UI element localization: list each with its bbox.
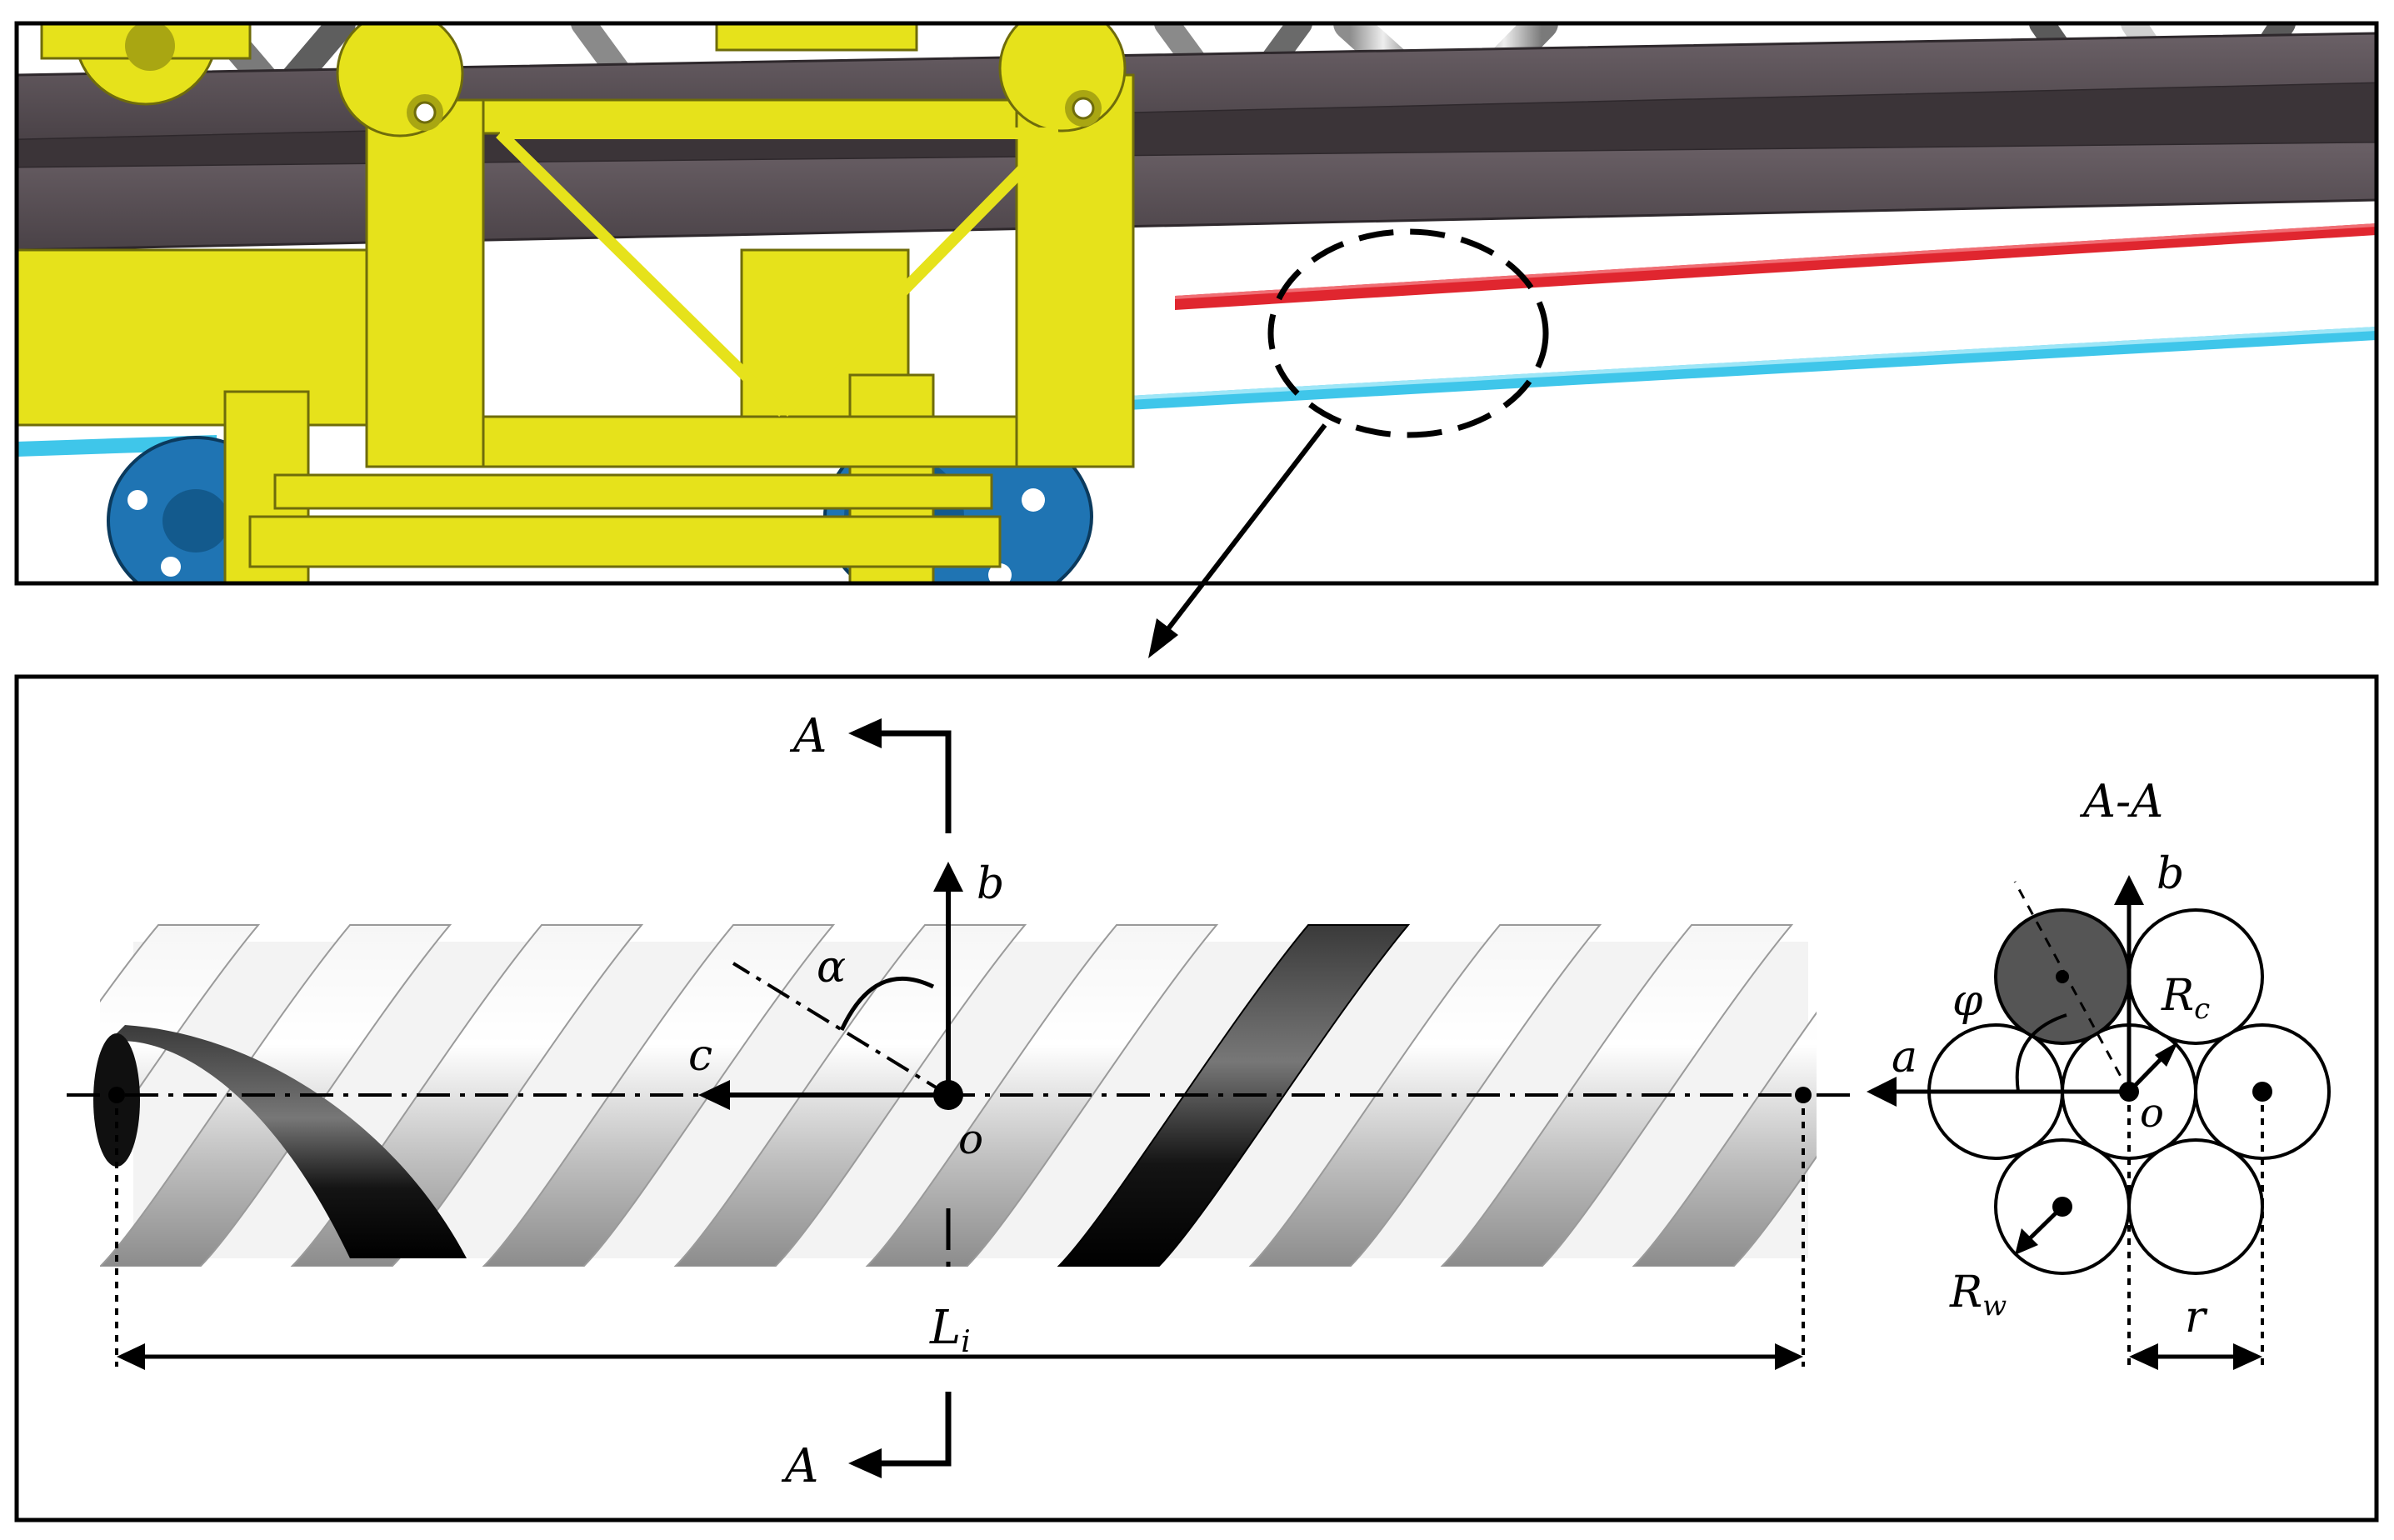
section-label-top: A <box>789 709 827 763</box>
carriage-bracing <box>496 128 1062 417</box>
origin-label: o <box>958 1115 983 1163</box>
top-panel-border <box>14 21 2379 586</box>
section-line <box>848 718 952 1478</box>
zoom-arrow <box>1156 423 1327 643</box>
dark-strand-left <box>108 1025 467 1258</box>
rope-strand <box>1632 1011 1817 1267</box>
cs-origin-label: o <box>2140 1090 2164 1137</box>
red-rail <box>1175 223 2377 310</box>
axes-side <box>67 862 1858 1110</box>
r-label: r <box>2185 1292 2208 1342</box>
conveyor-view <box>17 23 2377 583</box>
outer-wire-bottom-right <box>2127 1138 2264 1275</box>
cs-axis-a-label: a <box>1892 1032 1917 1082</box>
phi-label: φ <box>1952 976 1983 1026</box>
rope-strand <box>865 924 1219 1267</box>
highlight-ellipse <box>1267 228 1549 438</box>
section-title: A-A <box>2079 775 2163 828</box>
rw-label: Rw <box>1949 1268 2007 1322</box>
length-dimension <box>115 1108 1805 1370</box>
angle-alpha-label: α <box>817 942 846 992</box>
length-label: Li <box>929 1301 971 1359</box>
axis-c-label: c <box>688 1031 712 1081</box>
section-label-bottom: A <box>781 1439 818 1493</box>
axis-b-label: b <box>977 859 1004 909</box>
rc-label: Rc <box>2161 971 2210 1026</box>
cross-section-annotations <box>1867 875 2272 1370</box>
rope-strand <box>100 924 261 1147</box>
cs-axis-b-label: b <box>2157 849 2184 899</box>
